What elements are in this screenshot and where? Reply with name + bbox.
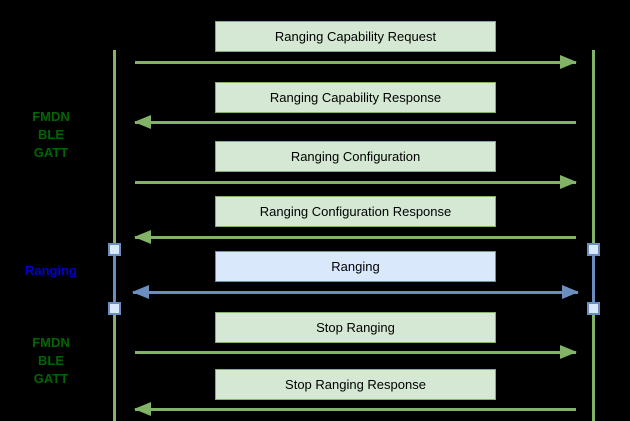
- activation-marker: [587, 243, 600, 256]
- phase-label-fmdn-ble-gatt: FMDN BLE GATT: [32, 335, 70, 386]
- arrowhead-left-icon: [132, 285, 149, 299]
- arrowhead-right-icon: [560, 175, 577, 189]
- phase-label-fmdn-ble-gatt: FMDN BLE GATT: [32, 109, 70, 160]
- message-box: Ranging: [215, 251, 496, 282]
- message-arrow-right: [135, 345, 577, 359]
- message-box: Stop Ranging: [215, 312, 496, 343]
- right-lifeline-ranging-segment: [592, 250, 595, 307]
- arrowhead-left-icon: [134, 402, 151, 416]
- message-box: Ranging Configuration: [215, 141, 496, 172]
- message-box: Stop Ranging Response: [215, 369, 496, 400]
- activation-marker: [587, 302, 600, 315]
- message-box: Ranging Configuration Response: [215, 196, 496, 227]
- message-arrow-left: [134, 230, 576, 244]
- message-arrow-left: [134, 115, 576, 129]
- arrowhead-right-icon: [560, 55, 577, 69]
- message-arrow-right: [135, 175, 577, 189]
- message-arrow-bidirectional: [132, 285, 579, 299]
- activation-marker: [108, 302, 121, 315]
- arrowhead-left-icon: [134, 115, 151, 129]
- phase-label-ranging: Ranging: [25, 263, 77, 278]
- left-lifeline-ranging-segment: [113, 250, 116, 307]
- arrowhead-left-icon: [134, 230, 151, 244]
- right-lifeline: [592, 50, 595, 421]
- activation-marker: [108, 243, 121, 256]
- message-box: Ranging Capability Request: [215, 21, 496, 52]
- left-lifeline: [113, 50, 116, 421]
- message-arrow-left: [134, 402, 576, 416]
- message-box: Ranging Capability Response: [215, 82, 496, 113]
- message-arrow-right: [135, 55, 577, 69]
- arrowhead-right-icon: [562, 285, 579, 299]
- arrowhead-right-icon: [560, 345, 577, 359]
